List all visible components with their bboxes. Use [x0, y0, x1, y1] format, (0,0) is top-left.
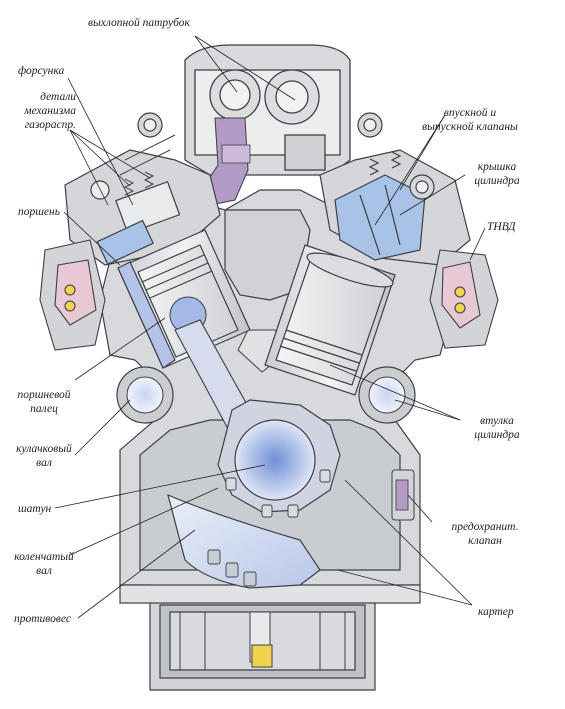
- label-liner-line2: цилиндра: [474, 429, 520, 441]
- oil-pump-yellow-icon: [251, 644, 273, 668]
- label-connecting-rod: шатун: [18, 503, 52, 515]
- label-piston-pin-line2: палец: [30, 403, 58, 415]
- label-valve-gear-line1: детали: [40, 91, 76, 103]
- label-exhaust-pipe: выхлопной патрубок: [88, 17, 190, 29]
- label-crankcase: картер: [478, 606, 514, 618]
- v-center-block: [224, 209, 311, 301]
- label-crankshaft: коленчатый вал: [8, 550, 80, 578]
- exhaust-manifold: [184, 44, 351, 176]
- label-safety-valve-line2: клапан: [468, 535, 502, 547]
- exhaust-clamp: [221, 144, 251, 164]
- label-cylinder-head-line2: цилиндра: [474, 175, 520, 187]
- label-valves: впускной и выпускной клапаны: [410, 106, 530, 134]
- right-cylinder: [264, 244, 396, 396]
- right-fuel-pump: [429, 249, 499, 349]
- label-camshaft-line2: вал: [36, 457, 52, 469]
- crank-bolts: [225, 469, 331, 518]
- label-cylinder-head: крышка цилиндра: [462, 160, 532, 188]
- camshaft-left: [126, 376, 164, 414]
- label-injector: форсунка: [18, 65, 65, 77]
- right-valves: [359, 151, 402, 256]
- label-cylinder-head-line1: крышка: [477, 161, 517, 173]
- label-liner-line1: втулка: [480, 415, 514, 427]
- left-accessory: [39, 239, 106, 351]
- label-valves-line2: выпускной клапаны: [422, 121, 518, 133]
- leader-lines: [54, 35, 486, 619]
- label-valve-gear-line3: газораспр.: [24, 119, 76, 131]
- safety-valve: [395, 479, 409, 511]
- label-camshaft-line1: кулачковый: [16, 443, 72, 455]
- label-piston: поршень: [18, 206, 60, 218]
- label-safety-valve: предохранит. клапан: [430, 520, 540, 548]
- label-piston-pin-line1: поршневой: [17, 389, 71, 401]
- label-counterweight: противовес: [14, 613, 71, 625]
- left-valve-springs: [119, 134, 176, 196]
- label-valve-gear: детали механизма газораспр.: [10, 90, 76, 132]
- label-hpfp: ТНВД: [487, 221, 516, 233]
- counterweight-bolts: [207, 549, 257, 587]
- label-liner: втулка цилиндра: [462, 414, 532, 442]
- label-valves-line1: впускной и: [443, 107, 497, 119]
- label-safety-valve-line1: предохранит.: [451, 521, 519, 533]
- counterweight: [167, 493, 321, 589]
- label-camshaft: кулачковый вал: [8, 442, 80, 470]
- label-crankshaft-line1: коленчатый: [14, 551, 74, 563]
- left-cylinder-head: [64, 112, 221, 266]
- label-crankshaft-line2: вал: [36, 565, 52, 577]
- crankshaft-journal: [234, 419, 316, 501]
- camshaft-right: [368, 376, 406, 414]
- label-piston-pin: поршневой палец: [8, 388, 80, 416]
- label-valve-gear-line2: механизма: [24, 105, 76, 117]
